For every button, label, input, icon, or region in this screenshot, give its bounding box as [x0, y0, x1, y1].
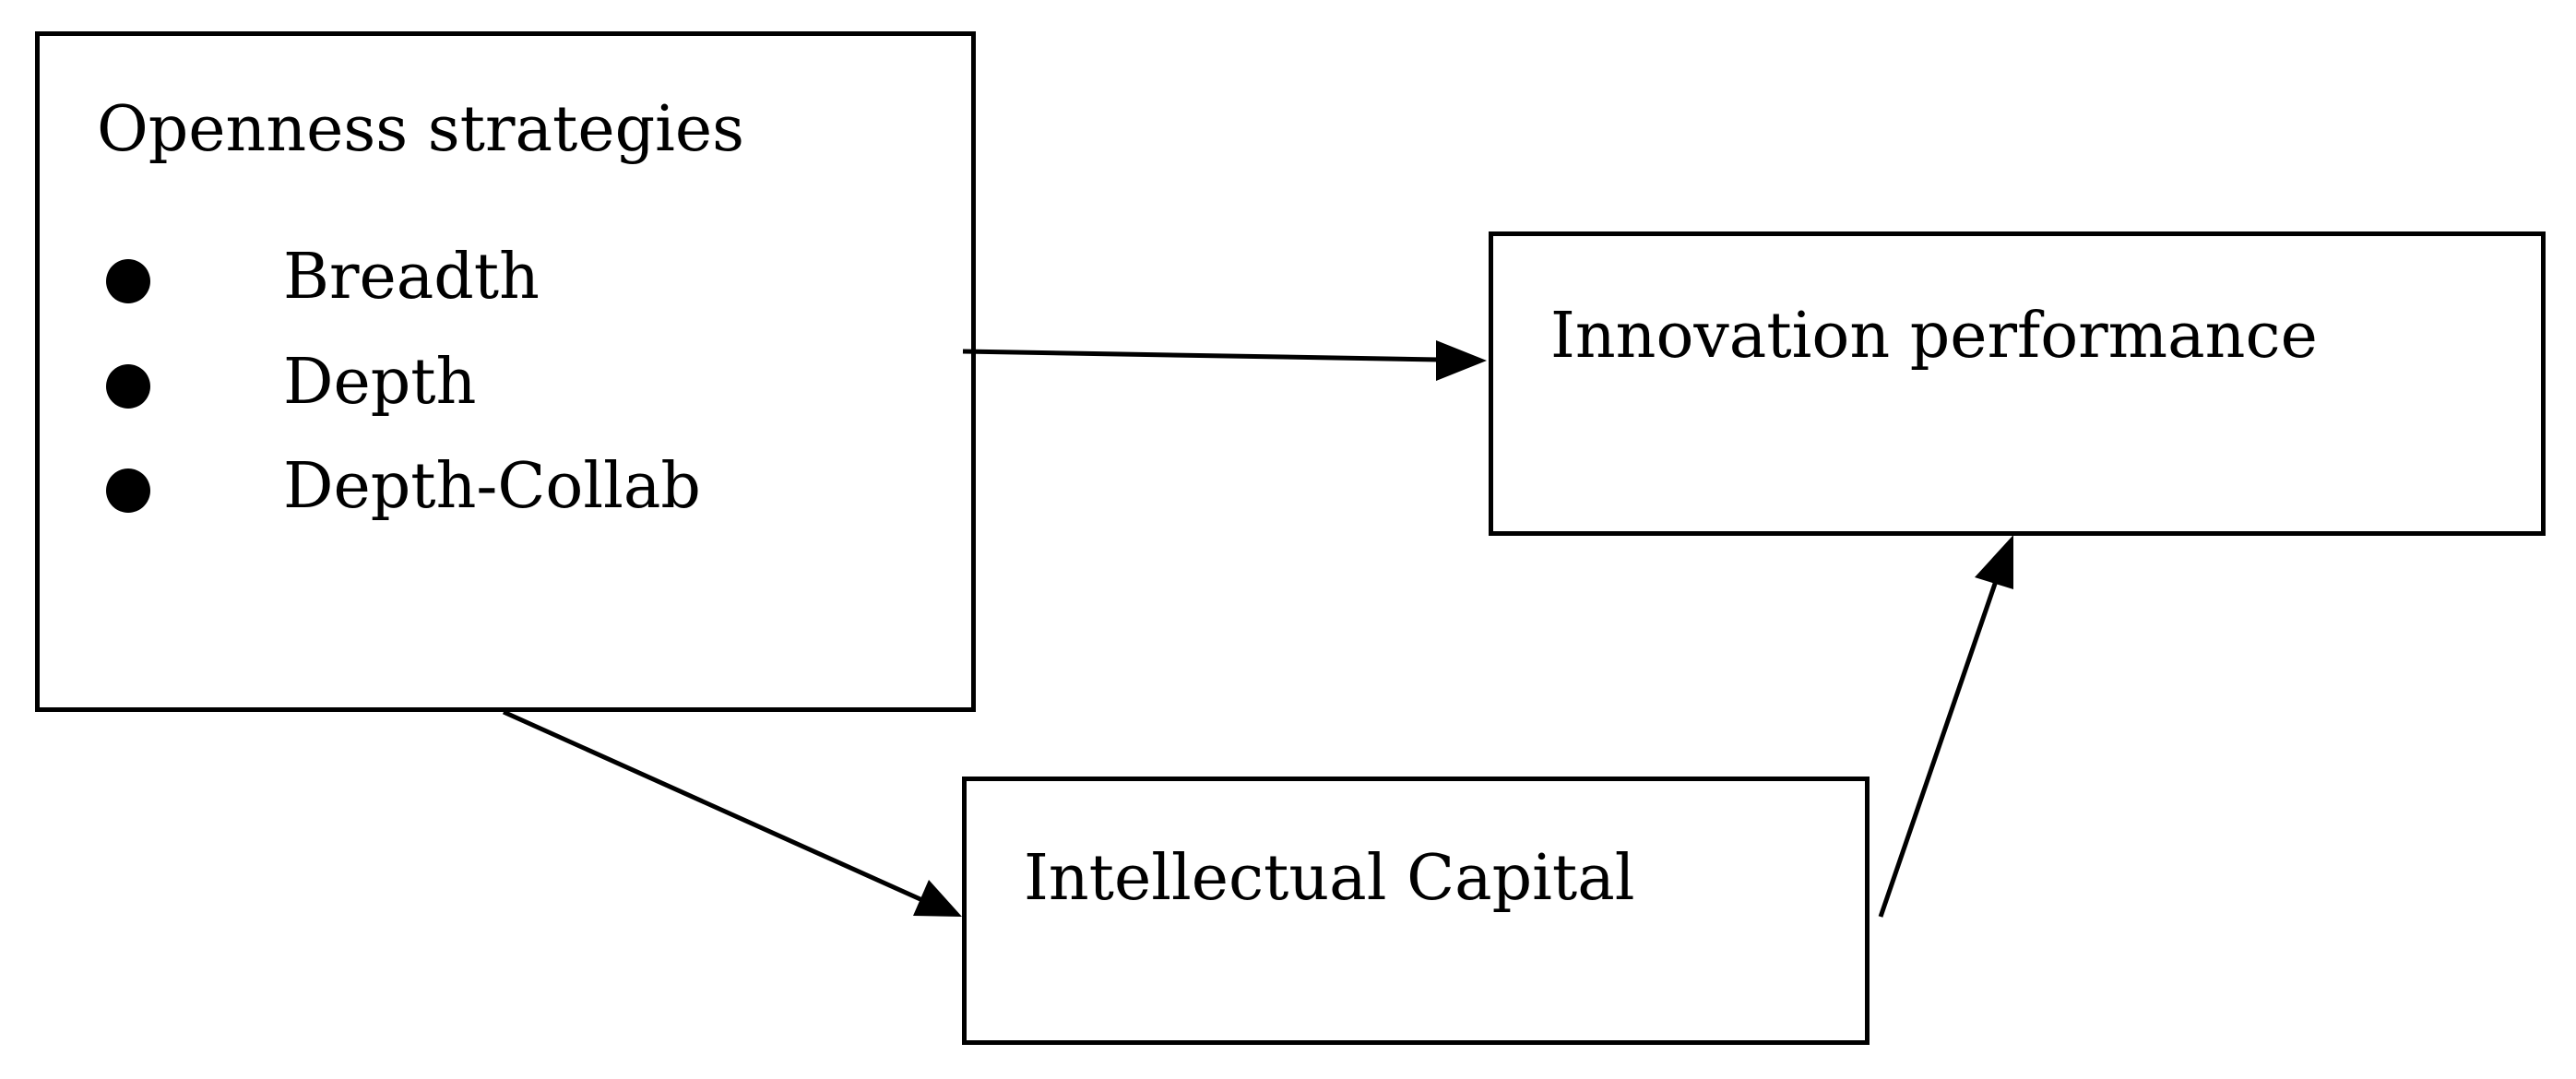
openness-strategies-title: Openness strategies	[97, 93, 745, 166]
arrow-openness-to-innovation	[962, 340, 1487, 381]
list-item-label: Breadth	[283, 241, 540, 314]
bullet-icon	[106, 259, 150, 303]
openness-strategies-box: Openness strategies Breadth Depth Depth-…	[35, 31, 976, 712]
arrow-capital-to-innovation	[1878, 535, 2013, 918]
list-item-breadth: Breadth	[40, 244, 971, 318]
bullet-icon	[106, 364, 150, 409]
list-item-label: Depth-Collab	[283, 450, 701, 523]
intellectual-capital-box: Intellectual Capital	[962, 777, 1870, 1045]
bullet-icon	[106, 468, 150, 513]
intellectual-capital-title: Intellectual Capital	[1024, 842, 1635, 915]
arrow-openness-to-capital	[502, 709, 962, 917]
list-item-depth: Depth	[40, 350, 971, 423]
list-item-label: Depth	[283, 346, 477, 419]
innovation-performance-title: Innovation performance	[1550, 300, 2318, 373]
list-item-depth-collab: Depth-Collab	[40, 454, 971, 528]
innovation-performance-box: Innovation performance	[1489, 231, 2546, 536]
